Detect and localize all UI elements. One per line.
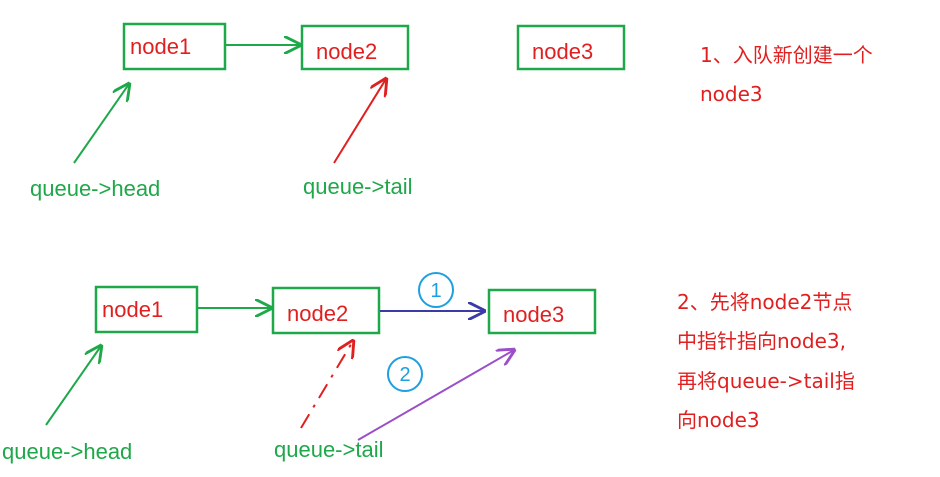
note-1-line-1: 1、入队新创建一个 [700,43,873,67]
step2-marker-number: 2 [399,364,410,386]
note-2-line-2: 中指针指向node3, [677,329,846,353]
step2-marker-circle [387,356,423,392]
node1-box-2 [94,285,199,334]
node2-label-2: node2 [287,301,348,326]
diagram-1: node1 node2 node3 queue->head queue->tai… [30,22,873,201]
head-pointer-label-1: queue->head [30,176,160,201]
tail-pointer-label-2: queue->tail [274,437,383,462]
old-tail-pointer-arrow-dashed [300,341,353,429]
head-pointer-arrow-2 [45,346,101,426]
tail-pointer-label-1: queue->tail [303,174,412,199]
head-pointer-arrow-1 [73,84,129,164]
node3-box-2 [487,288,597,335]
node1-box-1 [122,22,227,71]
note-2-line-4: 向node3 [677,408,760,432]
step1-marker-number: 1 [430,280,441,302]
node1-label-2: node1 [102,297,163,322]
step2-tail-pointer-arrow [357,350,514,441]
node3-label-2: node3 [503,302,564,327]
note-2-line-3: 再将queue->tail指 [677,369,855,393]
tail-pointer-arrow-1 [333,79,386,164]
step1-marker-circle [418,272,454,308]
node1-label-1: node1 [130,34,191,59]
head-pointer-label-2: queue->head [2,439,132,464]
node2-box-1 [300,24,410,71]
diagram-2: node1 node2 node3 1 queue->head 2 queue-… [2,272,855,464]
node3-box-1 [516,24,626,71]
node3-label-1: node3 [532,39,593,64]
note-1-line-2: node3 [700,82,763,106]
note-2-line-1: 2、先将node2节点 [677,290,852,314]
node2-box-2 [271,286,381,335]
node2-label-1: node2 [316,39,377,64]
